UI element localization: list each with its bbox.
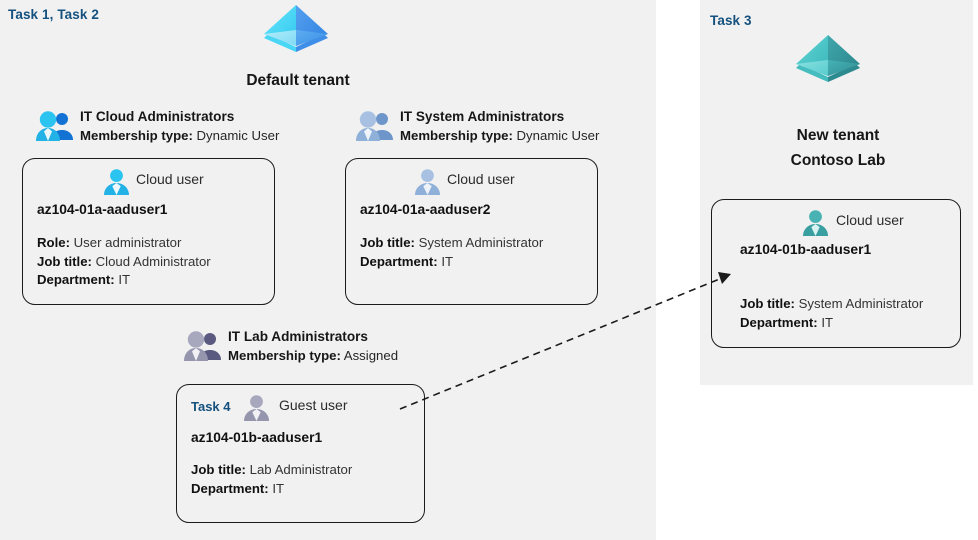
user-properties: Role: User administrator Job title: Clou… xyxy=(37,234,274,290)
membership-key: Membership type: xyxy=(228,348,341,363)
group-membership: Membership type: Assigned xyxy=(228,346,514,365)
new-tenant-caption-line1: New tenant xyxy=(796,127,880,144)
user-card-az104-01a-aaduser2[interactable]: Cloud user az104-01a-aaduser2 Job title:… xyxy=(345,158,598,305)
user-card-az104-01b-aaduser1-cloud[interactable]: Cloud user az104-01b-aaduser1 Job title:… xyxy=(711,199,961,348)
cloud-user-icon xyxy=(414,168,441,195)
prop-key: Department: xyxy=(360,253,438,269)
user-name: az104-01a-aaduser2 xyxy=(360,202,491,217)
user-type-label: Cloud user xyxy=(836,212,904,228)
group-users-icon xyxy=(36,109,74,141)
prop-key: Role: xyxy=(37,235,70,250)
prop-key: Job title: xyxy=(37,253,92,269)
prop-job-title: Job title: Cloud Administrator xyxy=(37,253,274,272)
cloud-user-icon xyxy=(802,209,829,236)
membership-value: Dynamic User xyxy=(196,128,280,143)
prop-value: Lab Administrator xyxy=(249,462,353,477)
membership-key: Membership type: xyxy=(80,128,193,143)
user-name: az104-01a-aaduser1 xyxy=(37,202,168,217)
user-type-label: Cloud user xyxy=(136,171,204,187)
prop-job-title: Job title: System Administrator xyxy=(740,295,960,314)
prop-value: IT xyxy=(272,480,285,496)
task-label-3: Task 3 xyxy=(710,13,752,28)
membership-value: Assigned xyxy=(343,348,399,363)
task-label-1-2: Task 1, Task 2 xyxy=(8,7,99,22)
group-membership: Membership type: Dynamic User xyxy=(80,126,336,145)
user-card-az104-01a-aaduser1[interactable]: Cloud user az104-01a-aaduser1 Role: User… xyxy=(22,158,275,305)
guest-user-icon xyxy=(243,394,270,421)
prop-key: Job title: xyxy=(740,296,795,311)
group-membership: Membership type: Dynamic User xyxy=(400,126,656,145)
azure-ad-pyramid-icon xyxy=(258,2,334,64)
prop-key: Department: xyxy=(37,272,115,287)
azure-ad-pyramid-icon xyxy=(790,32,866,94)
prop-value: System Administrator xyxy=(798,296,924,311)
prop-key: Job title: xyxy=(191,462,246,477)
group-users-icon xyxy=(184,329,222,361)
cloud-user-icon xyxy=(103,168,130,195)
prop-job-title: Job title: System Administrator xyxy=(360,234,597,253)
membership-key: Membership type: xyxy=(400,128,513,143)
prop-value: User administrator xyxy=(73,235,182,250)
group-name: IT System Administrators xyxy=(400,109,565,124)
prop-department: Department: IT xyxy=(360,253,597,272)
prop-value: IT xyxy=(821,314,834,330)
prop-value: System Administrator xyxy=(418,235,544,250)
task-label-4: Task 4 xyxy=(191,399,231,414)
prop-department: Department: IT xyxy=(740,314,960,333)
prop-key: Department: xyxy=(740,314,818,330)
default-tenant-caption: Default tenant xyxy=(246,72,350,89)
group-name: IT Lab Administrators xyxy=(228,329,368,344)
group-it-lab-administrators: IT Lab Administrators Membership type: A… xyxy=(184,327,514,365)
prop-value: IT xyxy=(118,272,131,287)
group-it-system-administrators: IT System Administrators Membership type… xyxy=(356,107,656,145)
new-tenant-caption-line2: Contoso Lab xyxy=(790,152,886,169)
user-type-label: Guest user xyxy=(279,397,348,413)
prop-department: Department: IT xyxy=(37,271,274,290)
prop-job-title: Job title: Lab Administrator xyxy=(191,461,424,480)
user-name: az104-01b-aaduser1 xyxy=(191,430,323,445)
prop-value: Cloud Administrator xyxy=(95,253,211,269)
user-properties: Job title: System Administrator Departme… xyxy=(740,295,960,332)
user-properties: Job title: Lab Administrator Department:… xyxy=(191,461,424,498)
prop-role: Role: User administrator xyxy=(37,234,274,253)
user-type-label: Cloud user xyxy=(447,171,515,187)
group-it-cloud-administrators: IT Cloud Administrators Membership type:… xyxy=(36,107,336,145)
group-users-icon xyxy=(356,109,394,141)
user-card-az104-01b-aaduser1-guest[interactable]: Task 4 Guest user az104-01b-aaduser1 Job… xyxy=(176,384,425,523)
membership-value: Dynamic User xyxy=(516,128,600,143)
user-properties: Job title: System Administrator Departme… xyxy=(360,234,597,271)
prop-key: Department: xyxy=(191,480,269,496)
user-name: az104-01b-aaduser1 xyxy=(740,242,872,257)
prop-key: Job title: xyxy=(360,235,415,250)
prop-department: Department: IT xyxy=(191,480,424,499)
prop-value: IT xyxy=(441,253,454,269)
group-name: IT Cloud Administrators xyxy=(80,109,235,124)
